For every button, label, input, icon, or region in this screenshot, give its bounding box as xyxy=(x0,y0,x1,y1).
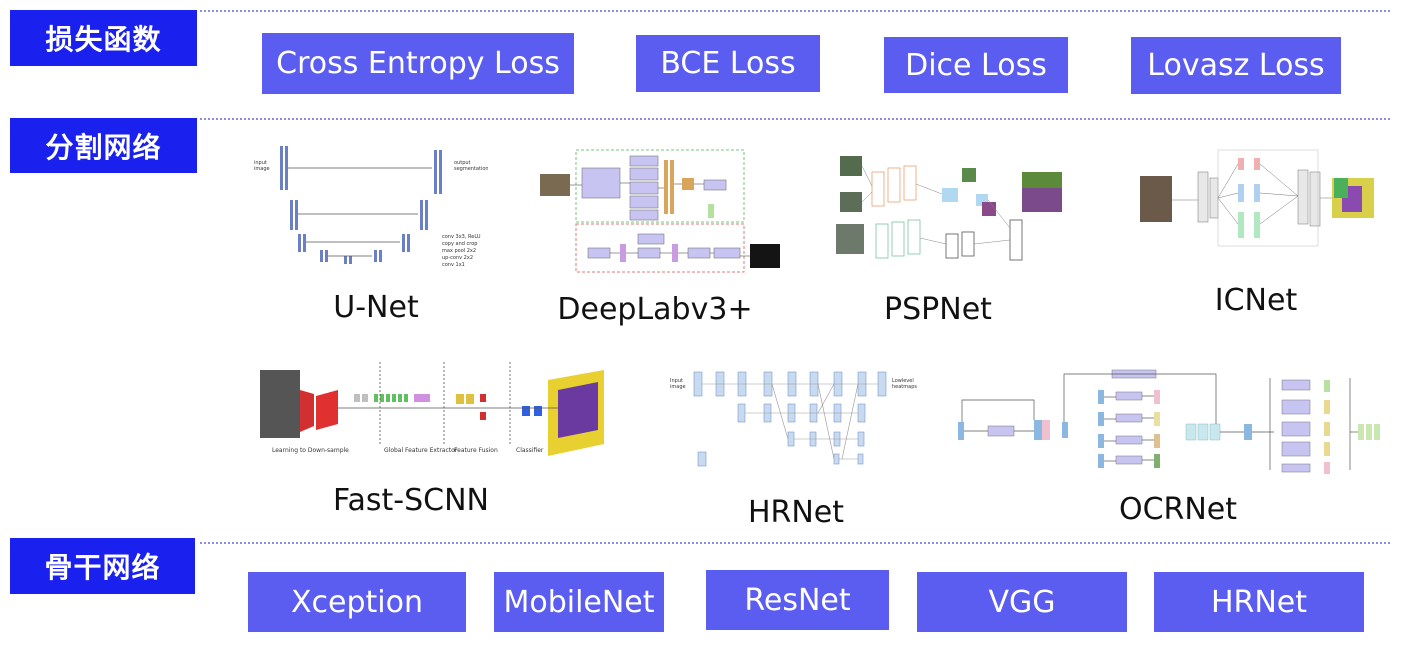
fastscnn-diagram: Learning to Down-sample Global Feature E… xyxy=(258,360,608,460)
unet-label: U-Net xyxy=(333,290,419,325)
ocrnet-diagram xyxy=(954,366,1392,474)
svg-text:copy and crop: copy and crop xyxy=(442,241,477,247)
svg-text:image: image xyxy=(254,166,270,172)
pspnet-diagram xyxy=(826,148,1066,266)
loss-lovasz: Lovasz Loss xyxy=(1131,37,1341,94)
deeplab-label: DeepLabv3+ xyxy=(557,292,753,327)
pspnet-label: PSPNet xyxy=(884,292,992,327)
svg-text:heatmaps: heatmaps xyxy=(892,384,917,390)
svg-text:conv 3x3, ReLU: conv 3x3, ReLU xyxy=(442,234,481,240)
icnet-diagram xyxy=(1138,148,1380,248)
svg-text:conv 1x1: conv 1x1 xyxy=(442,262,465,268)
seg-section-label: 分割网络 xyxy=(10,118,197,173)
svg-text:Learning to Down-sample: Learning to Down-sample xyxy=(272,447,349,454)
svg-text:input: input xyxy=(254,160,267,166)
svg-text:max pool 2x2: max pool 2x2 xyxy=(442,248,476,254)
ocrnet-label: OCRNet xyxy=(1118,492,1238,527)
backbone-xception: Xception xyxy=(248,572,466,632)
icnet-label: ICNet xyxy=(1214,283,1298,318)
hrnet-label: HRNet xyxy=(747,495,845,530)
divider-top xyxy=(200,10,1390,12)
svg-text:Input: Input xyxy=(670,378,683,384)
divider-middle xyxy=(200,118,1390,120)
backbone-section-label: 骨干网络 xyxy=(10,538,195,594)
loss-cross-entropy: Cross Entropy Loss xyxy=(262,33,574,94)
loss-section-label: 损失函数 xyxy=(10,10,197,66)
svg-text:Classifier: Classifier xyxy=(516,447,544,454)
loss-dice: Dice Loss xyxy=(884,37,1068,93)
backbone-resnet: ResNet xyxy=(706,570,889,630)
svg-text:up-conv 2x2: up-conv 2x2 xyxy=(442,255,473,261)
svg-text:Global Feature Extractor: Global Feature Extractor xyxy=(384,447,458,454)
backbone-vgg: VGG xyxy=(917,572,1127,632)
svg-text:segmentation: segmentation xyxy=(454,166,488,172)
fastscnn-label: Fast-SCNN xyxy=(333,483,489,518)
loss-bce: BCE Loss xyxy=(636,35,820,92)
svg-text:image: image xyxy=(670,384,686,390)
svg-text:Feature Fusion: Feature Fusion xyxy=(454,447,498,454)
backbone-mobilenet: MobileNet xyxy=(494,572,664,632)
svg-text:Lowlevel: Lowlevel xyxy=(892,378,914,384)
backbone-hrnet: HRNet xyxy=(1154,572,1364,632)
svg-text:output: output xyxy=(454,160,471,166)
divider-bottom xyxy=(200,542,1390,544)
deeplab-diagram xyxy=(538,148,782,274)
